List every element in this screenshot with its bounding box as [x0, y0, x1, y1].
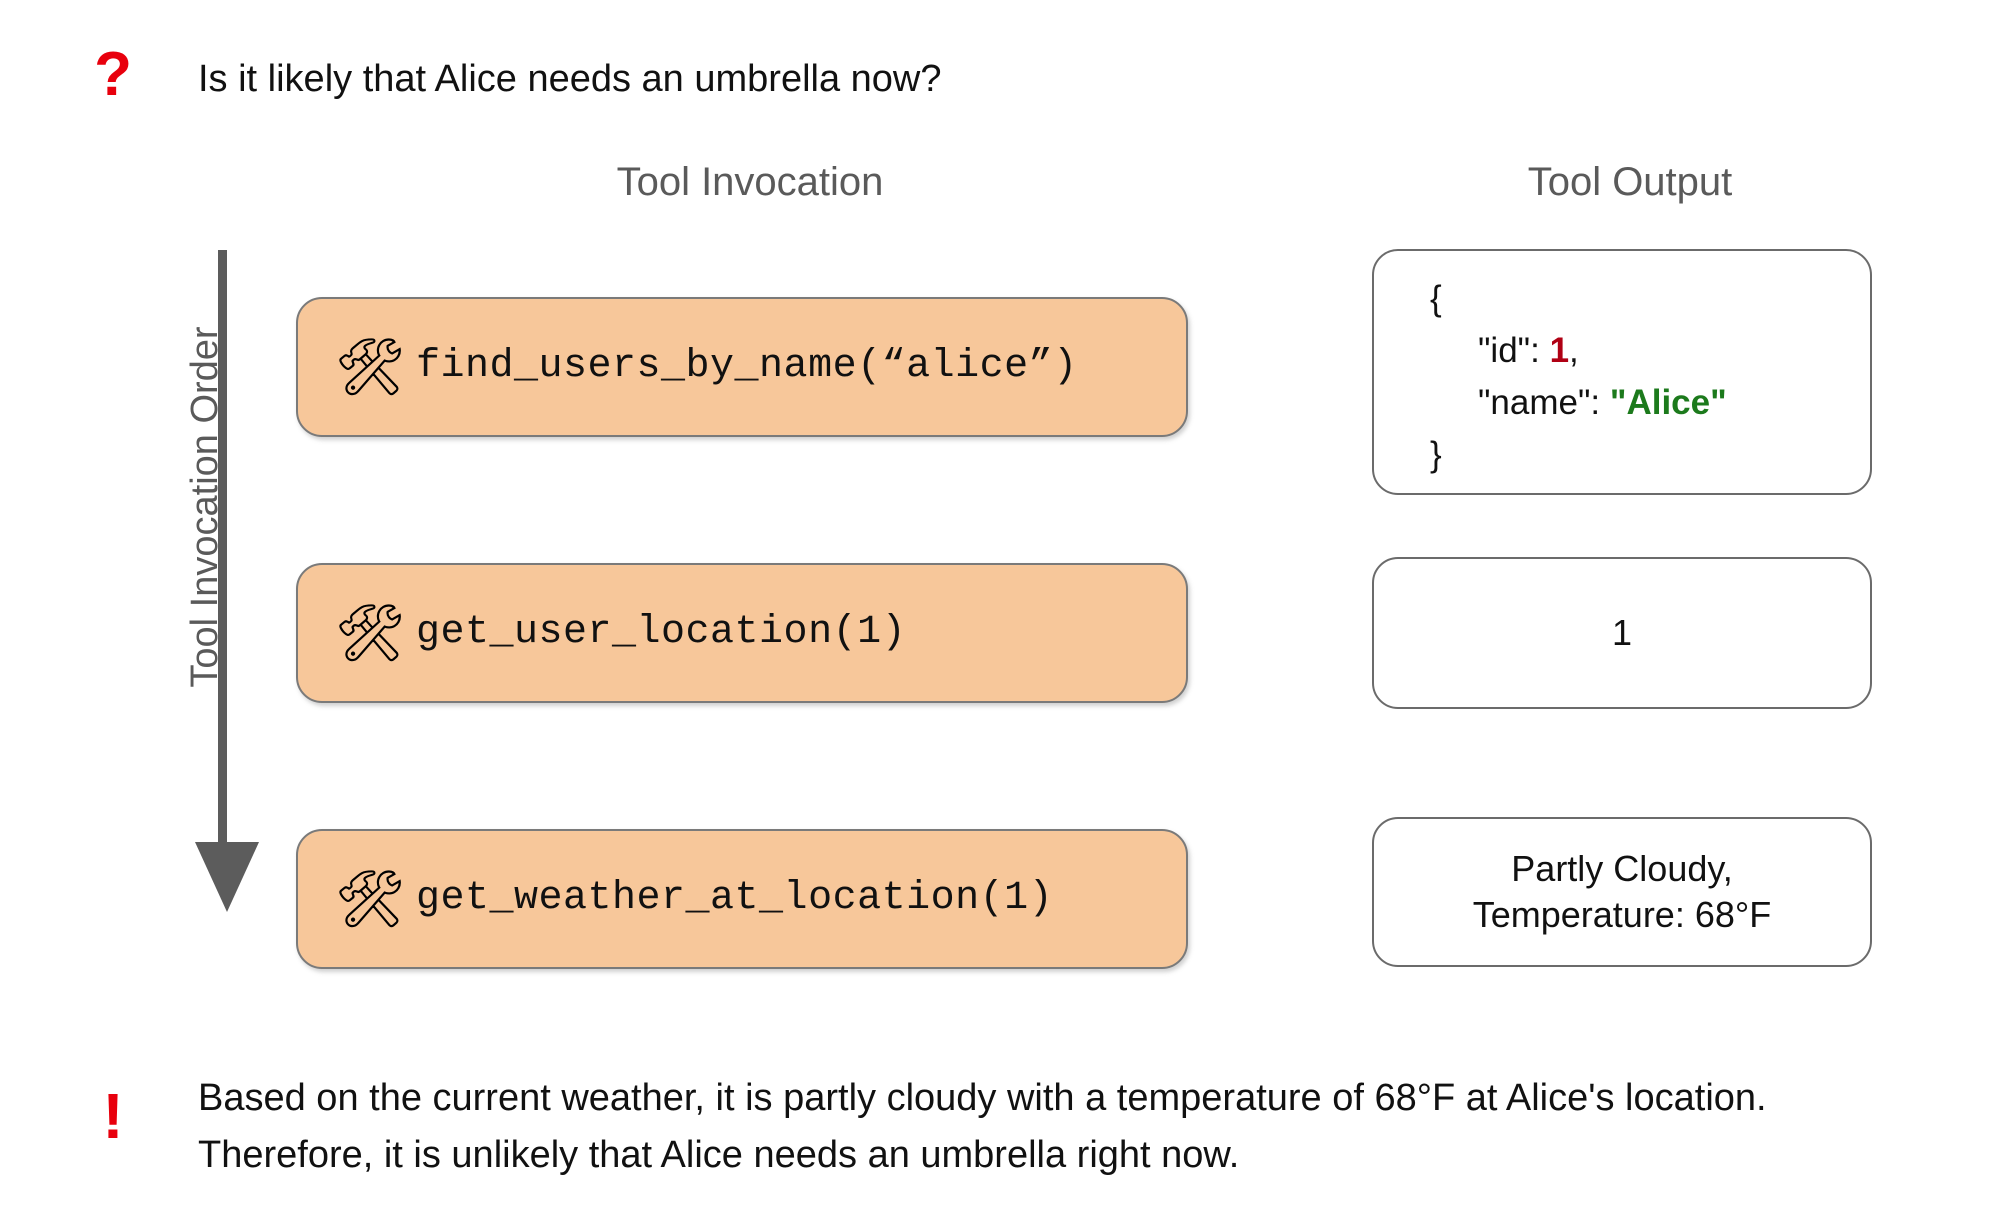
tool-invocation-card[interactable]: 🛠 find_users_by_name(“alice”)	[296, 297, 1188, 437]
tool-output-line: Temperature: 68°F	[1472, 894, 1772, 935]
tool-output-card[interactable]: Partly Cloudy, Temperature: 68°F	[1372, 817, 1872, 967]
json-key-id: "id":	[1478, 331, 1540, 370]
hammer-and-wrench-icon: 🛠	[334, 867, 406, 930]
json-line-id: "id": 1,	[1430, 325, 1727, 377]
tool-output-text: Partly Cloudy, Temperature: 68°F	[1374, 819, 1870, 965]
tool-output-card[interactable]: { "id": 1, "name": "Alice" }	[1372, 249, 1872, 495]
json-value-name: "Alice"	[1609, 383, 1727, 422]
json-key-name: "name":	[1478, 383, 1601, 422]
tool-invocation-code: get_user_location(1)	[416, 610, 907, 655]
json-open-brace: {	[1430, 279, 1442, 318]
tool-invocation-code: find_users_by_name(“alice”)	[416, 344, 1078, 389]
hammer-and-wrench-icon: 🛠	[334, 601, 406, 664]
invocation-order-axis: Tool Invocation Order	[130, 250, 260, 912]
tool-output-card[interactable]: 1	[1372, 557, 1872, 709]
tool-output-text: 1	[1374, 559, 1870, 707]
json-value-id: 1	[1549, 331, 1570, 370]
tool-output-json: { "id": 1, "name": "Alice" }	[1374, 251, 1727, 481]
json-comma: ,	[1569, 331, 1579, 370]
exclamation-mark-icon: !	[102, 1080, 124, 1152]
hammer-and-wrench-icon: 🛠	[334, 335, 406, 398]
column-header-tool-invocation: Tool Invocation	[616, 160, 884, 204]
json-line-name: "name": "Alice"	[1430, 377, 1727, 429]
question-mark-icon: ?	[94, 40, 132, 109]
tool-invocation-card[interactable]: 🛠 get_user_location(1)	[296, 563, 1188, 703]
json-close-brace: }	[1430, 435, 1442, 474]
tool-invocation-card[interactable]: 🛠 get_weather_at_location(1)	[296, 829, 1188, 969]
tool-invocation-code: get_weather_at_location(1)	[416, 876, 1054, 921]
tool-output-line: Partly Cloudy,	[1511, 848, 1733, 889]
tool-output-line: 1	[1611, 612, 1633, 653]
down-arrow-head-icon	[195, 842, 259, 912]
column-header-tool-output: Tool Output	[1527, 160, 1733, 204]
question-row: ? Is it likely that Alice needs an umbre…	[0, 28, 2000, 106]
question-text: Is it likely that Alice needs an umbrell…	[198, 58, 942, 100]
down-arrow-line-icon	[218, 250, 227, 850]
answer-text: Based on the current weather, it is part…	[198, 1077, 1767, 1176]
